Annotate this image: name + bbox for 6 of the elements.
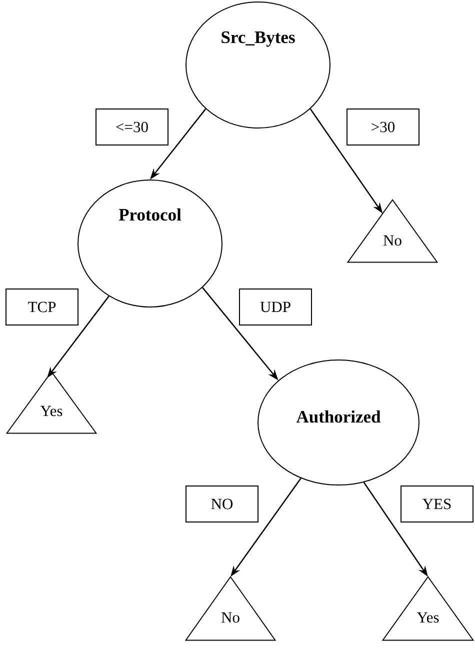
edge-label: TCP: [6, 288, 78, 326]
edge-label: NO: [186, 486, 258, 522]
edge-label: >30: [346, 108, 420, 146]
edge-label: <=30: [96, 108, 168, 146]
edge-label: YES: [400, 486, 474, 522]
edge-label: UDP: [239, 288, 312, 326]
